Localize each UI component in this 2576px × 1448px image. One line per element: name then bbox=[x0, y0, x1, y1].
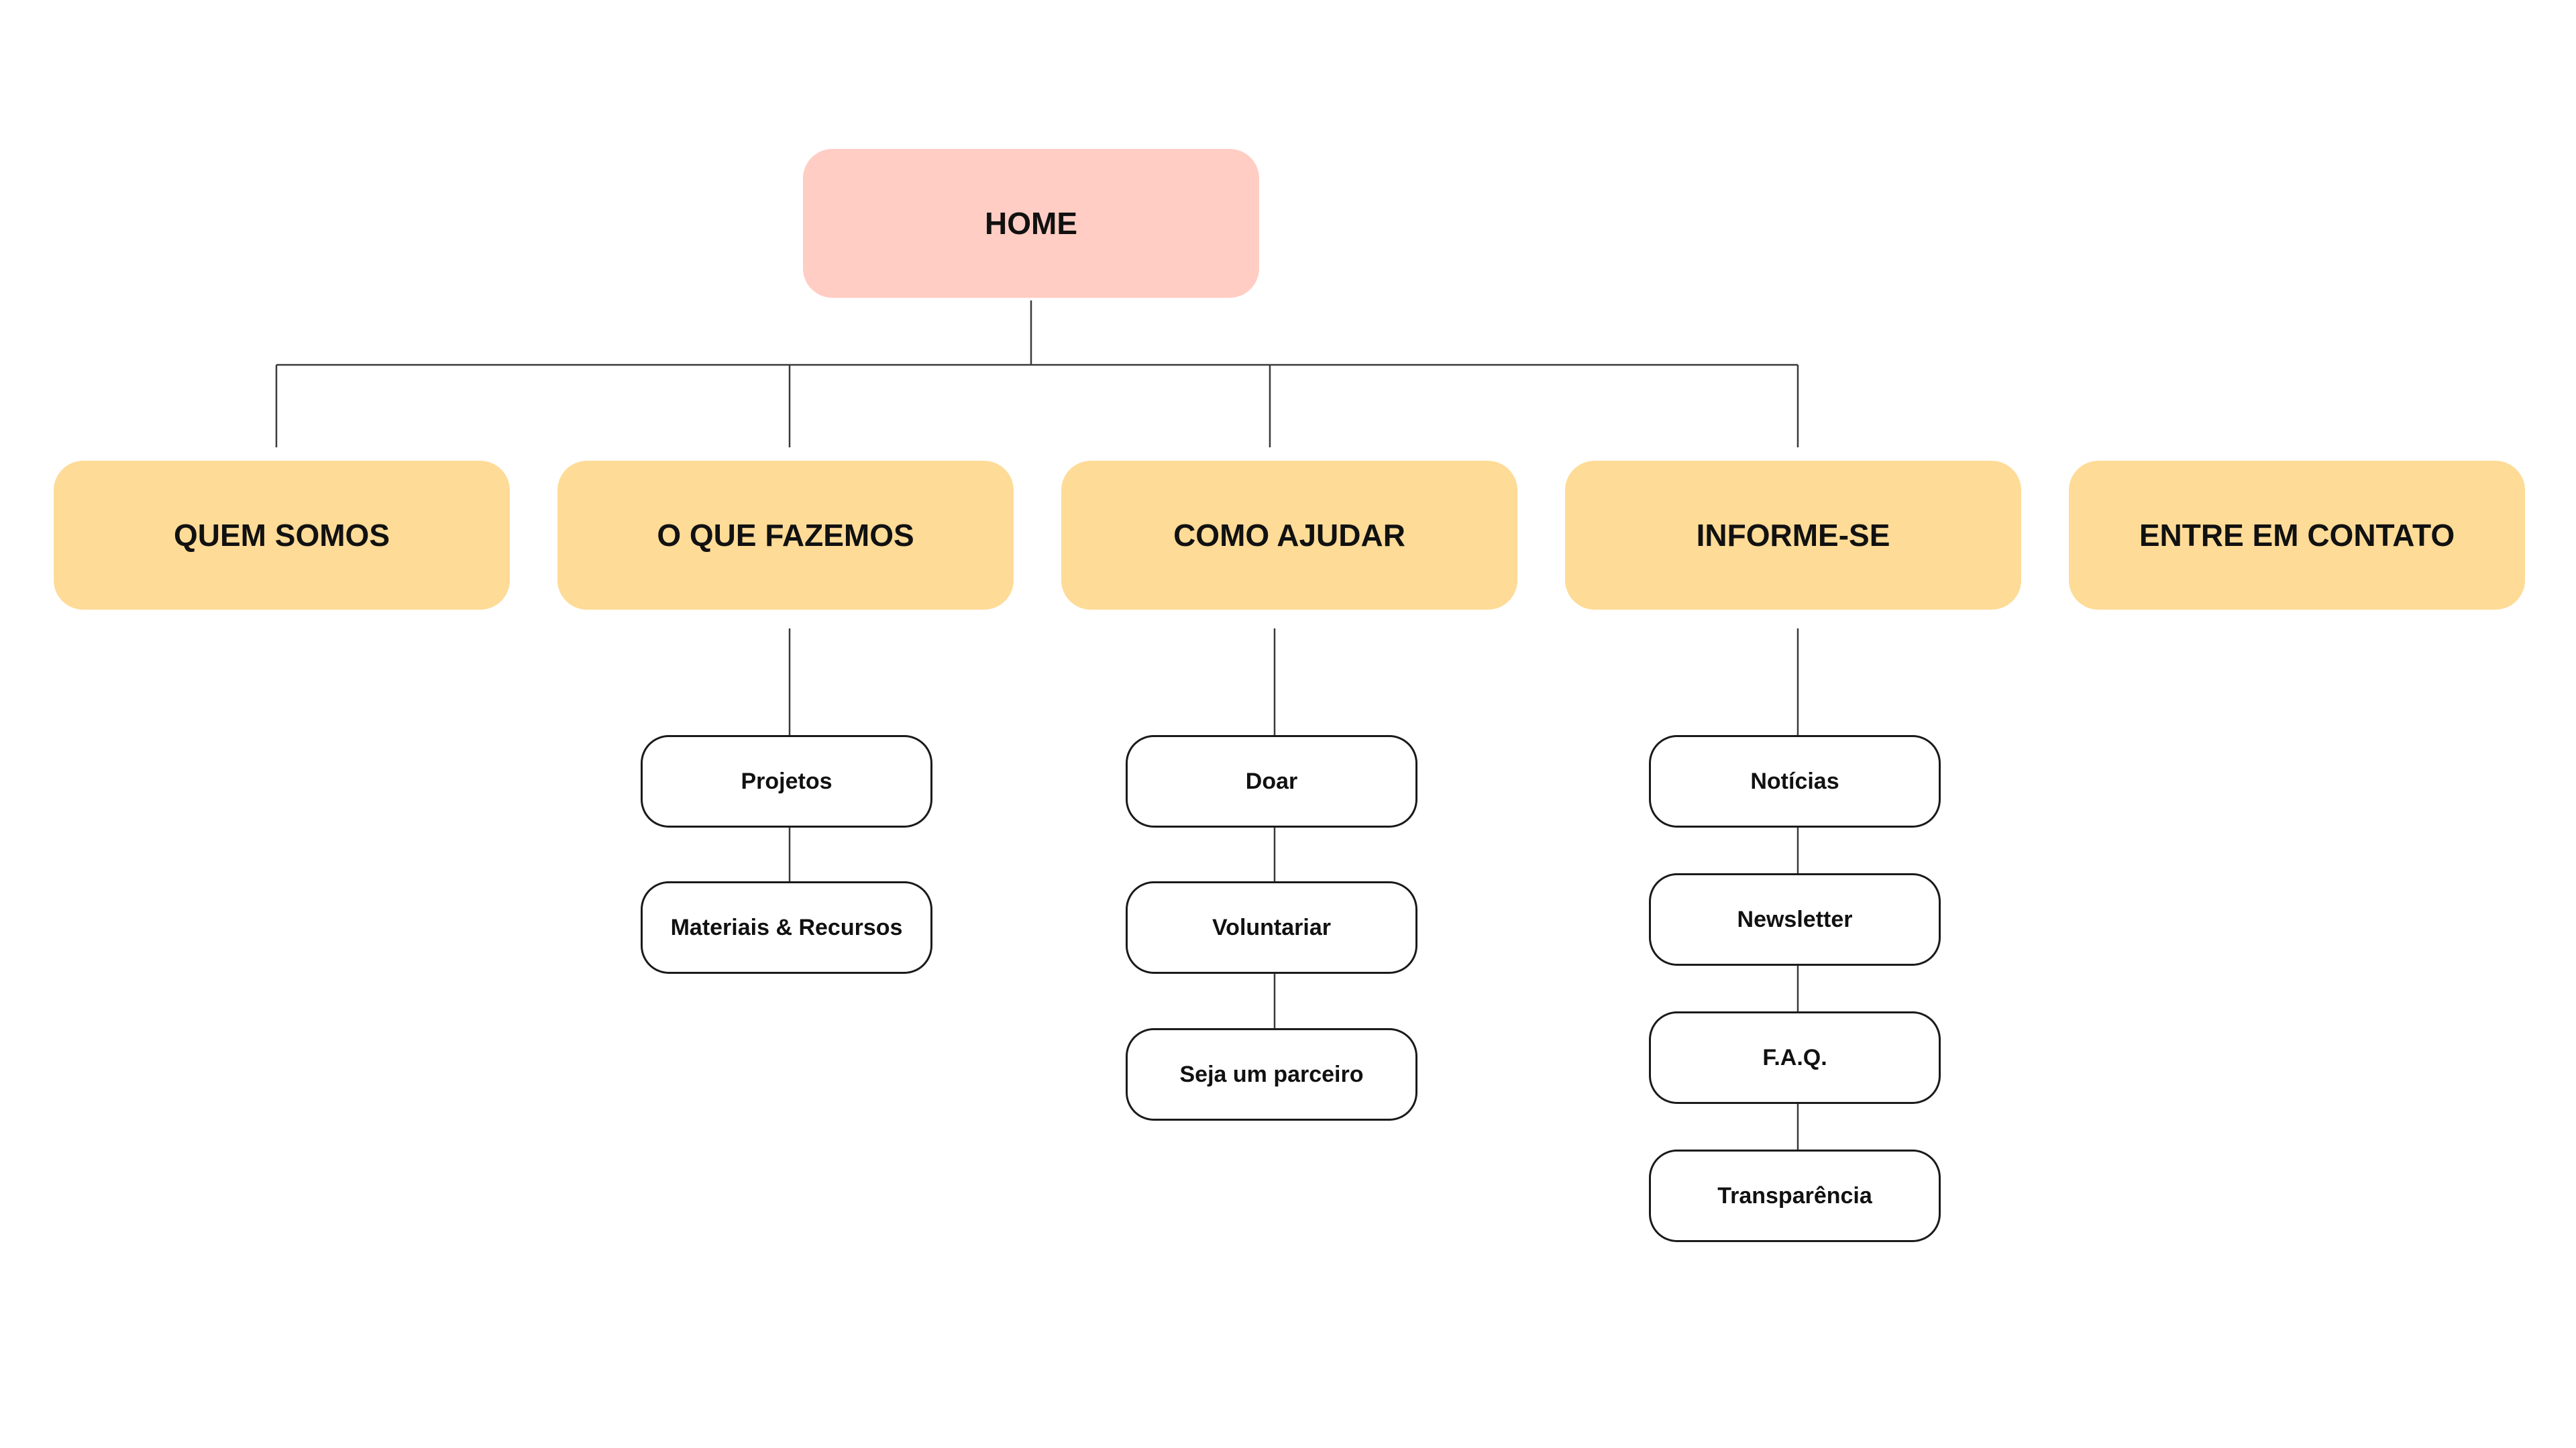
subpage-label: Voluntariar bbox=[1212, 914, 1331, 940]
section-label: O QUE FAZEMOS bbox=[657, 518, 914, 553]
home-label: HOME bbox=[985, 206, 1077, 241]
subpage-doar[interactable]: Doar bbox=[1126, 735, 1417, 828]
subpage-label: Materiais & Recursos bbox=[670, 914, 903, 940]
subpage-newsletter[interactable]: Newsletter bbox=[1649, 873, 1941, 966]
section-label: INFORME-SE bbox=[1696, 518, 1890, 553]
subpage-label: F.A.Q. bbox=[1762, 1044, 1827, 1070]
section-o-que-fazemos[interactable]: O QUE FAZEMOS bbox=[557, 461, 1014, 610]
section-label: COMO AJUDAR bbox=[1173, 518, 1405, 553]
subpage-label: Transparência bbox=[1717, 1182, 1872, 1209]
subpage-label: Newsletter bbox=[1737, 906, 1853, 932]
home-node[interactable]: HOME bbox=[803, 149, 1259, 298]
section-quem-somos[interactable]: QUEM SOMOS bbox=[54, 461, 510, 610]
section-informe-se[interactable]: INFORME-SE bbox=[1565, 461, 2021, 610]
section-label: QUEM SOMOS bbox=[173, 518, 390, 553]
subpage-label: Seja um parceiro bbox=[1179, 1061, 1364, 1087]
subpage-noticias[interactable]: Notícias bbox=[1649, 735, 1941, 828]
subpage-label: Projetos bbox=[741, 768, 833, 794]
subpage-voluntariar[interactable]: Voluntariar bbox=[1126, 881, 1417, 974]
section-label: ENTRE EM CONTATO bbox=[2139, 518, 2455, 553]
subpage-materiais-recursos[interactable]: Materiais & Recursos bbox=[641, 881, 932, 974]
subpage-transparencia[interactable]: Transparência bbox=[1649, 1150, 1941, 1242]
subpage-label: Notícias bbox=[1750, 768, 1839, 794]
section-entre-em-contato[interactable]: ENTRE EM CONTATO bbox=[2069, 461, 2525, 610]
section-como-ajudar[interactable]: COMO AJUDAR bbox=[1061, 461, 1517, 610]
subpage-label: Doar bbox=[1245, 768, 1298, 794]
subpage-projetos[interactable]: Projetos bbox=[641, 735, 932, 828]
subpage-faq[interactable]: F.A.Q. bbox=[1649, 1011, 1941, 1104]
subpage-seja-um-parceiro[interactable]: Seja um parceiro bbox=[1126, 1028, 1417, 1121]
